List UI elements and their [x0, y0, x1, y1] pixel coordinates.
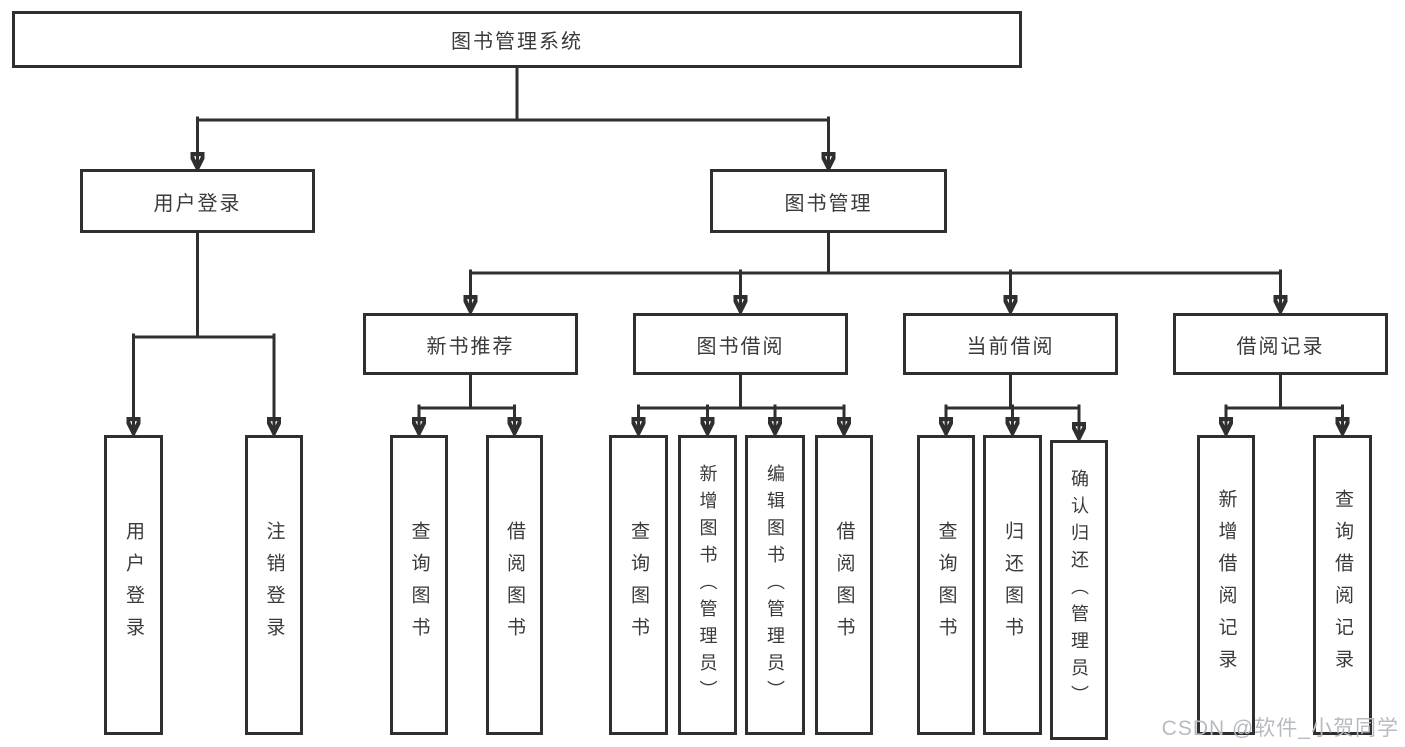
leaf-return-books: 归还图书 [983, 435, 1042, 735]
node-user-login-label: 用户登录 [153, 192, 242, 215]
leaf-query-books-2: 查询图书 [609, 435, 668, 735]
leaf-user-login-label: 用户登录 [123, 521, 144, 649]
node-book-management-label: 图书管理 [784, 192, 873, 215]
leaf-query-books-3: 查询图书 [917, 435, 975, 735]
leaf-query-books-2-label: 查询图书 [628, 521, 649, 649]
node-current-borrowing-label: 当前借阅 [966, 335, 1055, 358]
node-borrowing-records-label: 借阅记录 [1236, 335, 1325, 358]
node-new-book-recommend: 新书推荐 [363, 313, 578, 375]
leaf-query-books-3-label: 查询图书 [935, 521, 957, 649]
leaf-add-books-admin: 新增图书（管理员） [678, 435, 737, 735]
leaf-borrow-books-2-label: 借阅图书 [833, 521, 855, 649]
node-borrowing-records: 借阅记录 [1173, 313, 1388, 375]
node-user-login: 用户登录 [80, 169, 315, 233]
leaf-logout-label: 注销登录 [263, 521, 285, 649]
leaf-add-borrow-record-label: 新增借阅记录 [1215, 489, 1237, 681]
node-current-borrowing: 当前借阅 [903, 313, 1118, 375]
node-book-borrowing: 图书借阅 [633, 313, 848, 375]
leaf-borrow-books-1-label: 借阅图书 [504, 521, 525, 649]
node-book-borrowing-label: 图书借阅 [696, 335, 785, 358]
leaf-user-login: 用户登录 [104, 435, 163, 735]
leaf-add-books-admin-label: 新增图书（管理员） [697, 463, 718, 707]
leaf-query-borrow-record: 查询借阅记录 [1313, 435, 1372, 735]
leaf-confirm-return-admin-label: 确认归还（管理员） [1069, 468, 1089, 712]
node-new-book-recommend-label: 新书推荐 [426, 335, 515, 358]
leaf-confirm-return-admin: 确认归还（管理员） [1050, 440, 1108, 740]
leaf-borrow-books-2: 借阅图书 [815, 435, 873, 735]
leaf-query-books-1: 查询图书 [390, 435, 448, 735]
leaf-edit-books-admin: 编辑图书（管理员） [745, 435, 805, 735]
leaf-return-books-label: 归还图书 [1002, 521, 1023, 649]
node-book-management: 图书管理 [710, 169, 947, 233]
node-library-system-label: 图书管理系统 [451, 31, 583, 53]
leaf-edit-books-admin-label: 编辑图书（管理员） [765, 463, 785, 707]
node-library-system: 图书管理系统 [12, 11, 1022, 68]
leaf-add-borrow-record: 新增借阅记录 [1197, 435, 1255, 735]
csdn-watermark: CSDN @软件_小贺同学 [1161, 717, 1399, 740]
leaf-query-borrow-record-label: 查询借阅记录 [1332, 489, 1353, 681]
leaf-logout: 注销登录 [245, 435, 303, 735]
leaf-query-books-1-label: 查询图书 [408, 521, 430, 649]
leaf-borrow-books-1: 借阅图书 [486, 435, 543, 735]
